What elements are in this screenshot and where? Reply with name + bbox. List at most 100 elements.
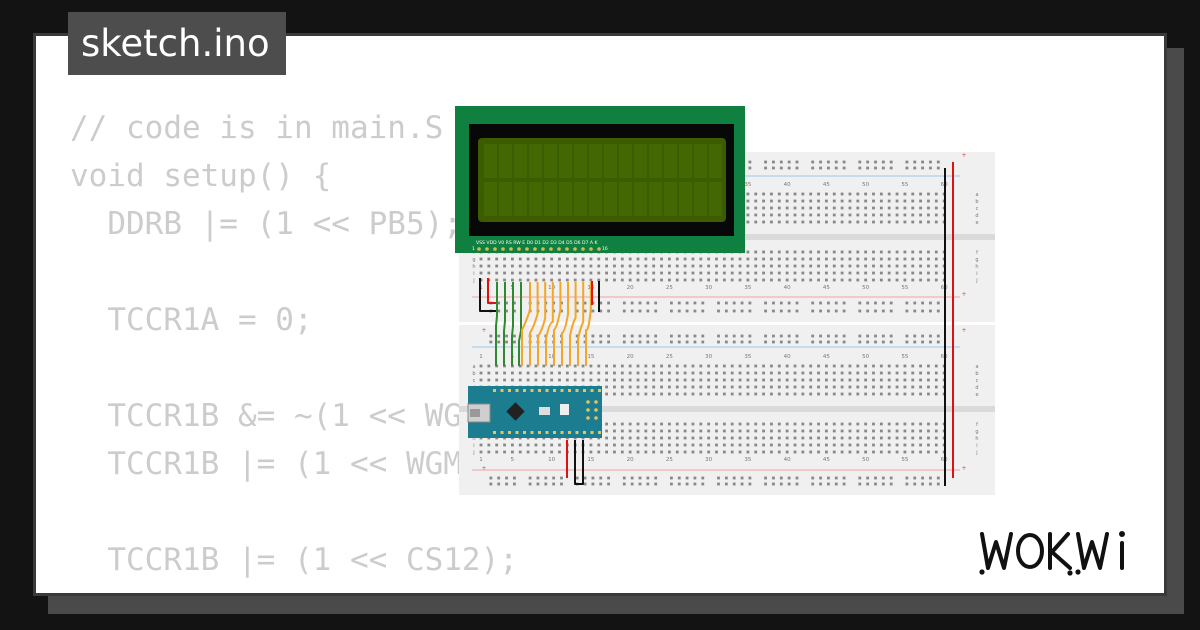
breadboard-hole [825,220,828,224]
breadboard-hole [903,422,907,426]
breadboard-hole [801,278,805,282]
breadboard-hole [793,199,797,203]
breadboard-hole [825,392,828,396]
breadboard-hole [589,443,593,447]
row-letter: h [975,264,978,270]
breadboard-hole [683,385,687,389]
rail-hole [858,334,862,338]
rail-hole [827,160,830,164]
breadboard-hole [526,271,530,275]
rail-hole [779,476,783,480]
file-tab[interactable]: sketch.ino [68,12,286,75]
breadboard-hole [746,220,750,224]
breadboard-hole [754,199,758,203]
rail-hole [505,301,508,305]
rail-hole [599,476,603,480]
breadboard-hole [848,213,852,217]
breadboard-hole [919,371,922,375]
breadboard-hole [636,364,640,368]
breadboard-hole [503,278,506,282]
wire-orange [529,282,539,366]
lcd-char-cell [484,182,497,216]
breadboard-hole [856,385,860,389]
breadboard-hole [809,385,813,389]
rail-plus-label: + [961,291,966,298]
rail-hole [489,334,493,338]
lcd-pin-labels: VSS VDD V0 RS RW E D0 D1 D2 D3 D4 D5 D6 … [476,240,599,246]
arduino-pin-headers [493,389,601,434]
breadboard-hole [817,250,820,254]
breadboard-hole [887,422,891,426]
breadboard-hole [887,385,891,389]
rail-hole [874,476,877,480]
breadboard-hole [793,192,797,196]
breadboard-hole [919,220,922,224]
breadboard-hole [817,264,820,268]
breadboard-hole [620,422,624,426]
breadboard-hole [715,436,718,440]
code-line: // code is in main.S [70,110,444,146]
breadboard-hole [887,378,891,382]
breadboard-hole [699,385,703,389]
breadboard-hole [652,278,656,282]
lcd-pin [549,247,553,251]
lcd-pin-header [477,247,601,251]
breadboard-hole [495,257,499,261]
lcd-pin [533,247,537,251]
breadboard-hole [872,450,875,454]
breadboard-hole [573,278,577,282]
lcd-char-cell [559,144,572,178]
rail-hole [905,301,909,305]
breadboard-hole [683,429,687,433]
rail-hole [772,334,775,338]
rail-hole [552,482,556,486]
crystal [539,407,550,415]
lcd-char-cell [634,144,647,178]
breadboard-hole [495,264,499,268]
breadboard-hole [628,443,632,447]
breadboard-hole [730,429,734,433]
breadboard-hole [848,199,852,203]
rail-hole [834,482,838,486]
breadboard-hole [675,364,679,368]
breadboard-hole [487,450,491,454]
breadboard-hole [644,429,648,433]
rail-hole [513,334,516,338]
rail-hole [646,340,650,344]
breadboard-hole [903,371,907,375]
breadboard-hole [691,271,695,275]
breadboard-hole [573,257,577,261]
breadboard-hole [715,378,718,382]
rail-hole [677,334,681,338]
arduino-nano[interactable] [467,386,602,438]
breadboard-hole [887,429,891,433]
lcd-pin [485,247,489,251]
rail-hole [921,166,924,170]
breadboard-hole [864,278,868,282]
column-number: 1 [479,354,483,360]
breadboard-hole [518,371,522,375]
breadboard-hole [864,192,868,196]
breadboard-hole [754,450,758,454]
rail-hole [819,482,822,486]
rail-hole [607,301,610,305]
rail-hole [685,301,689,305]
breadboard-hole [919,213,922,217]
breadboard-hole [864,371,868,375]
breadboard-hole [927,364,930,368]
column-number: 15 [587,354,594,360]
rail-hole [575,476,579,480]
breadboard-hole [825,271,828,275]
rail-hole [811,309,815,313]
breadboard-hole [503,450,506,454]
breadboard-hole [730,378,734,382]
breadboard-hole [707,392,711,396]
rail-hole [921,160,924,164]
wokwi-logo [979,531,1125,576]
rail-hole [638,301,642,305]
wire-orange [521,282,531,366]
rail-hole [575,309,579,313]
breadboard-hole [872,378,875,382]
breadboard-hole [715,443,718,447]
rail-hole [630,334,634,338]
